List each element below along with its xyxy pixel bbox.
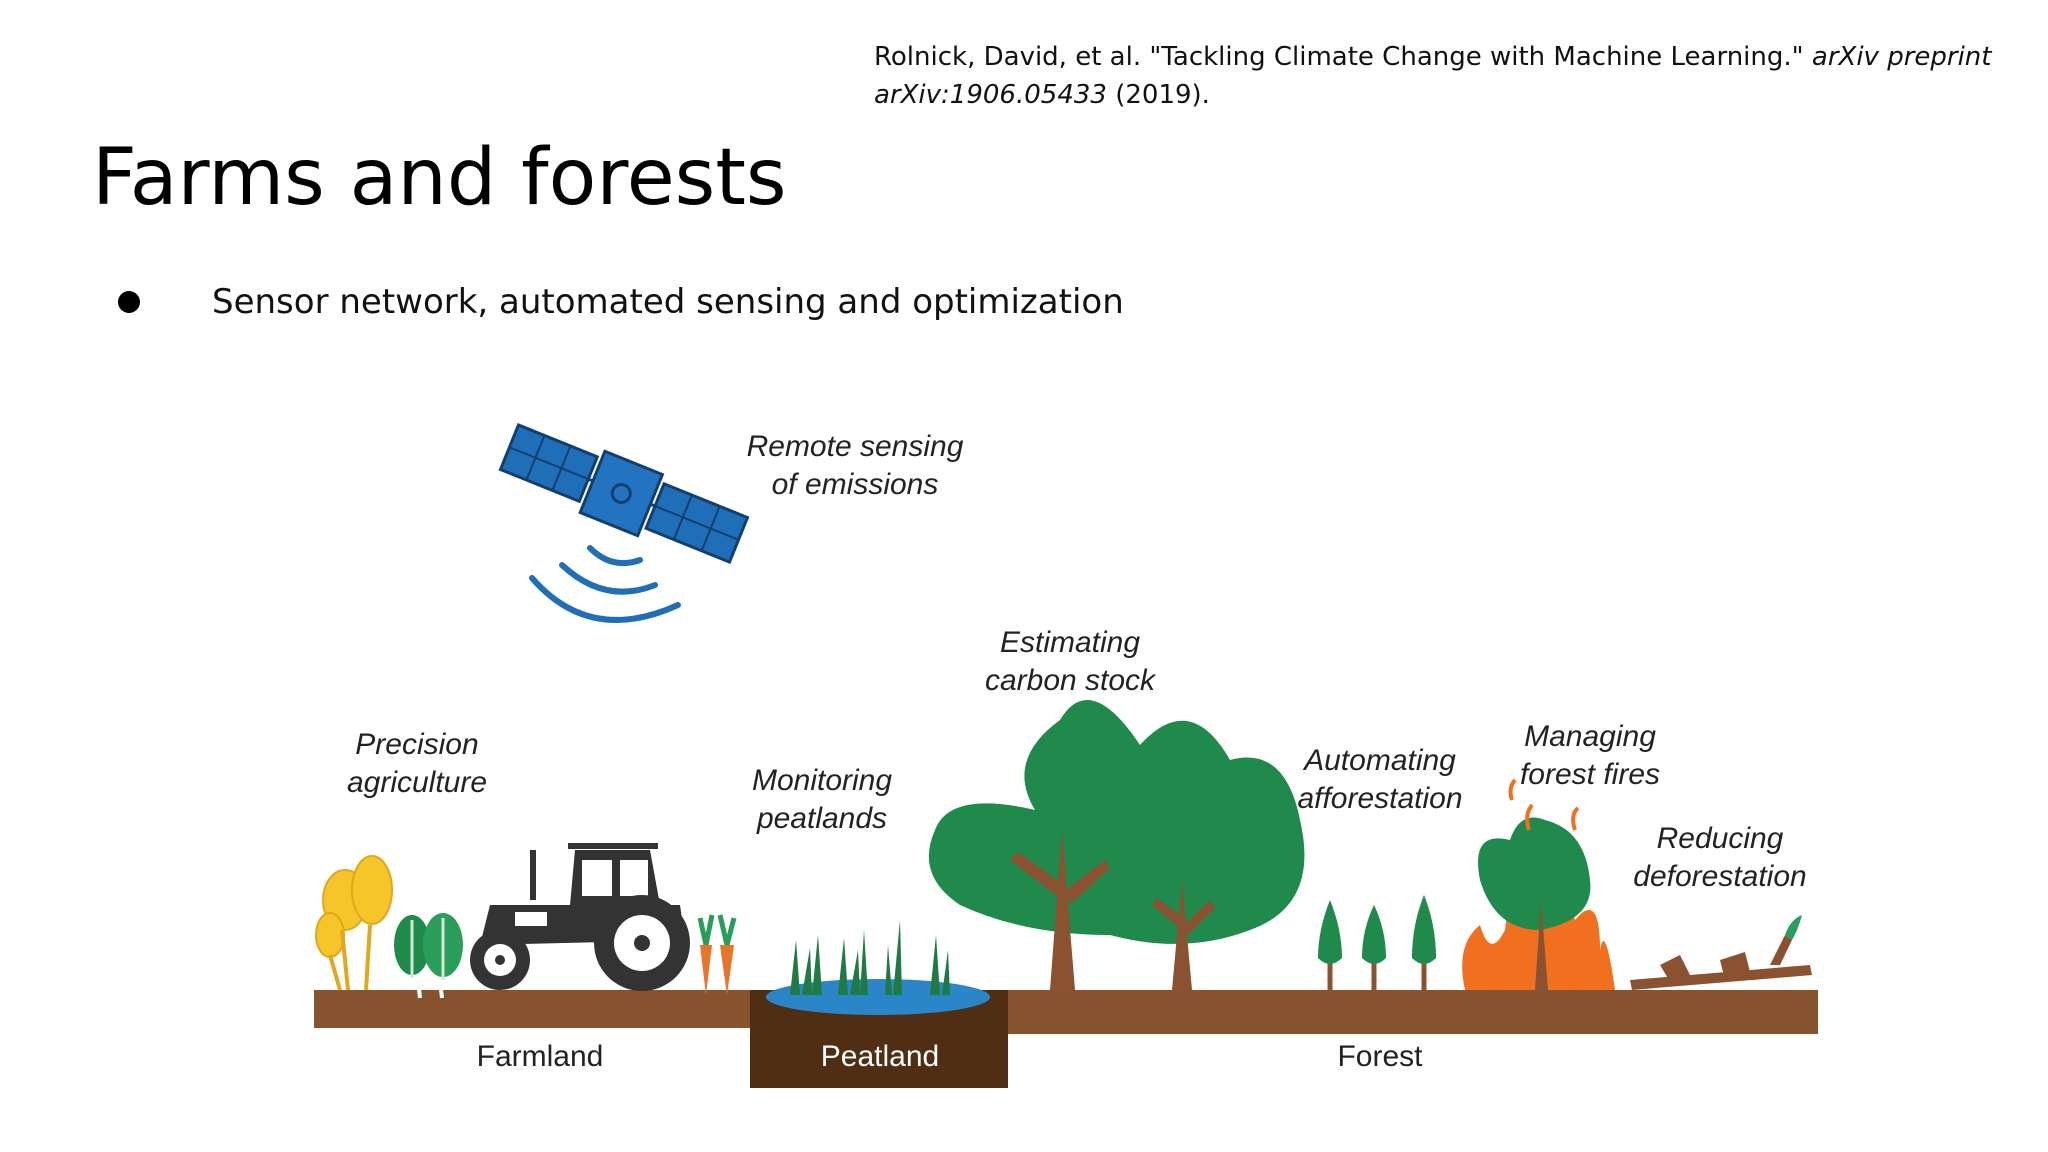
label-monitoring: Monitoring peatlands	[712, 762, 932, 838]
bullet-text: Sensor network, automated sensing and op…	[212, 282, 1124, 322]
citation-text: Rolnick, David, et al. "Tackling Climate…	[874, 42, 1812, 72]
label-peatland: Peatland	[820, 1040, 940, 1073]
citation-italic: arXiv preprint arXiv:1906.05433	[874, 42, 1992, 110]
label-line: Reducing	[1656, 822, 1784, 855]
satellite-icon	[498, 423, 750, 564]
peat-water	[766, 979, 990, 1015]
label-precision: Precision agriculture	[312, 726, 522, 802]
bullet-dot	[118, 291, 140, 313]
label-farmland: Farmland	[476, 1040, 604, 1073]
label-line: Automating	[1304, 744, 1456, 777]
bullet-item: Sensor network, automated sensing and op…	[118, 280, 1124, 324]
citation-tail: (2019).	[1106, 80, 1210, 110]
tree-icon	[928, 700, 1305, 990]
label-line: Estimating	[999, 626, 1141, 659]
label-line: Remote sensing	[746, 430, 964, 463]
label-line: forest fires	[1519, 758, 1661, 791]
label-line: peatlands	[756, 802, 888, 835]
reeds-icon	[790, 920, 950, 995]
signal-waves-icon	[529, 545, 681, 623]
label-automating: Automating afforestation	[1270, 742, 1490, 818]
slide-title: Farms and forests	[92, 133, 787, 223]
citation: Rolnick, David, et al. "Tackling Climate…	[874, 38, 1994, 114]
farmland-ground	[314, 990, 754, 1028]
fallen-log-icon	[1630, 915, 1812, 990]
label-line: of emissions	[771, 468, 939, 501]
forest-ground	[1008, 990, 1818, 1034]
label-line: Monitoring	[751, 764, 893, 797]
label-remote-sensing: Remote sensing of emissions	[720, 428, 990, 504]
lettuce-icon	[394, 913, 463, 999]
label-line: Managing	[1524, 720, 1656, 753]
label-line: Precision	[355, 728, 479, 761]
fire-icon	[1462, 778, 1615, 990]
label-estimating: Estimating carbon stock	[935, 624, 1205, 700]
label-forest: Forest	[1337, 1040, 1423, 1073]
label-line: carbon stock	[984, 664, 1156, 697]
label-reducing: Reducing deforestation	[1615, 820, 1825, 896]
wheat-icon	[315, 855, 393, 991]
label-line: afforestation	[1297, 782, 1463, 815]
label-managing: Managing forest fires	[1480, 718, 1700, 794]
conifer-icon	[1318, 895, 1436, 990]
tractor-icon	[470, 843, 690, 991]
label-line: agriculture	[346, 766, 488, 799]
label-line: deforestation	[1633, 860, 1807, 893]
carrot-icon	[697, 914, 737, 995]
